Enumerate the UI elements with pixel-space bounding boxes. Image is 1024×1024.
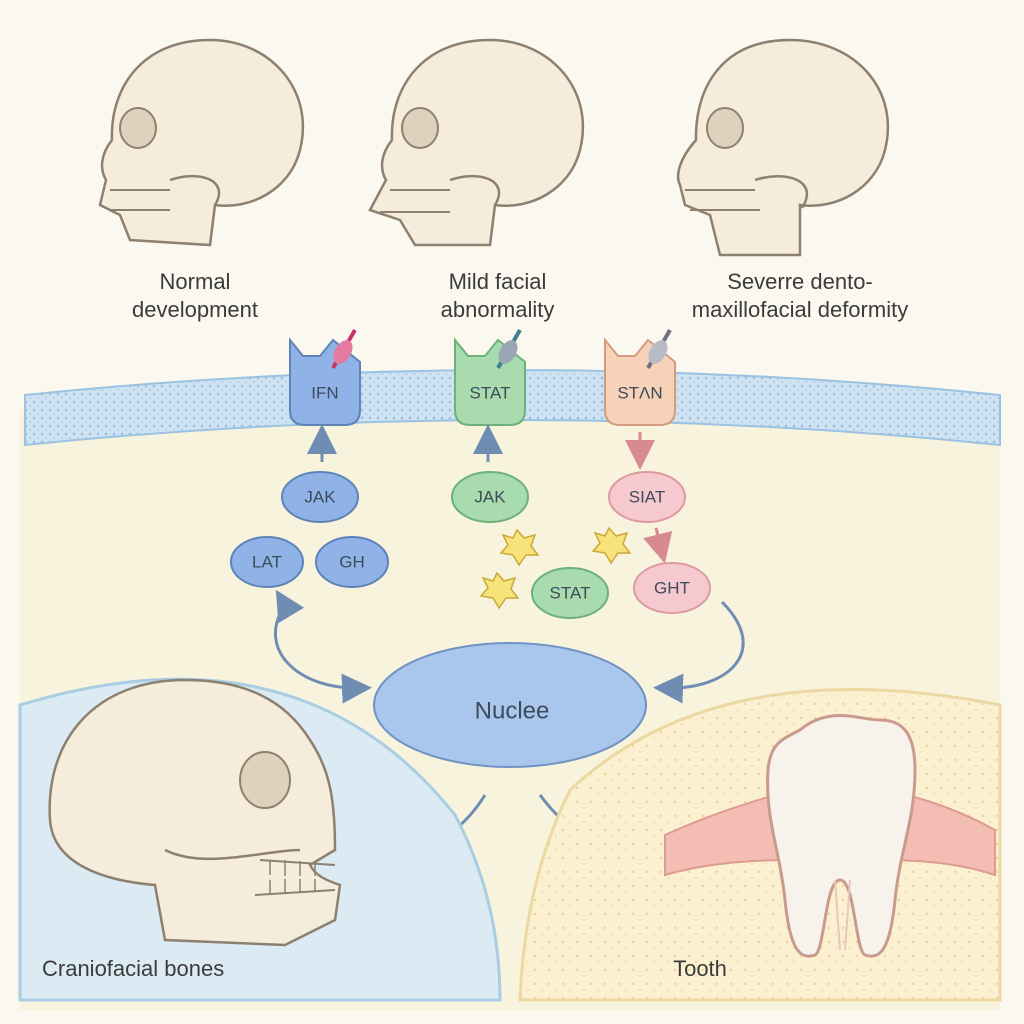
node-jak-green-label: JAK [474, 487, 506, 506]
node-stat-green [531, 567, 609, 619]
label-craniofacial-bones: Craniofacial bones [42, 956, 225, 981]
node-stat-green-label: STAT [550, 583, 591, 602]
node-gh-label: GH [339, 552, 365, 571]
skull-large-icon [48, 678, 342, 947]
receptor-stan [604, 328, 676, 426]
skull-mild-icon [368, 38, 585, 247]
label-normal-development: Normal development [132, 269, 258, 322]
skull-severe-icon [676, 38, 890, 257]
tooth-icon [766, 714, 917, 958]
receptor-stat [454, 328, 526, 426]
node-jak-blue-label: JAK [304, 487, 336, 506]
node-lat [230, 536, 304, 588]
receptor-stat-label: STAT [470, 383, 511, 402]
label-tooth: Tooth [673, 956, 727, 981]
label-mild-facial-abnormality: Mild facial abnormality [440, 269, 555, 322]
receptor-stan-label: STɅN [617, 383, 662, 402]
receptor-ifn [289, 328, 361, 426]
node-ght [633, 562, 711, 614]
node-siat-label: SIAT [629, 487, 666, 506]
node-siat [608, 471, 686, 523]
ligand-star-icon [479, 526, 632, 610]
node-gh [315, 536, 389, 588]
nucleus [373, 642, 647, 768]
node-lat-label: LAT [252, 552, 282, 571]
nucleus-label: Nuclee [475, 697, 550, 724]
label-severe-deformity: Severre dento- maxillofacial deformity [691, 269, 909, 322]
node-jak-green [451, 471, 529, 523]
node-ght-label: GHT [654, 578, 690, 597]
skull-normal-icon [98, 38, 305, 247]
node-jak-blue [281, 471, 359, 523]
receptor-ifn-label: IFN [311, 383, 338, 402]
